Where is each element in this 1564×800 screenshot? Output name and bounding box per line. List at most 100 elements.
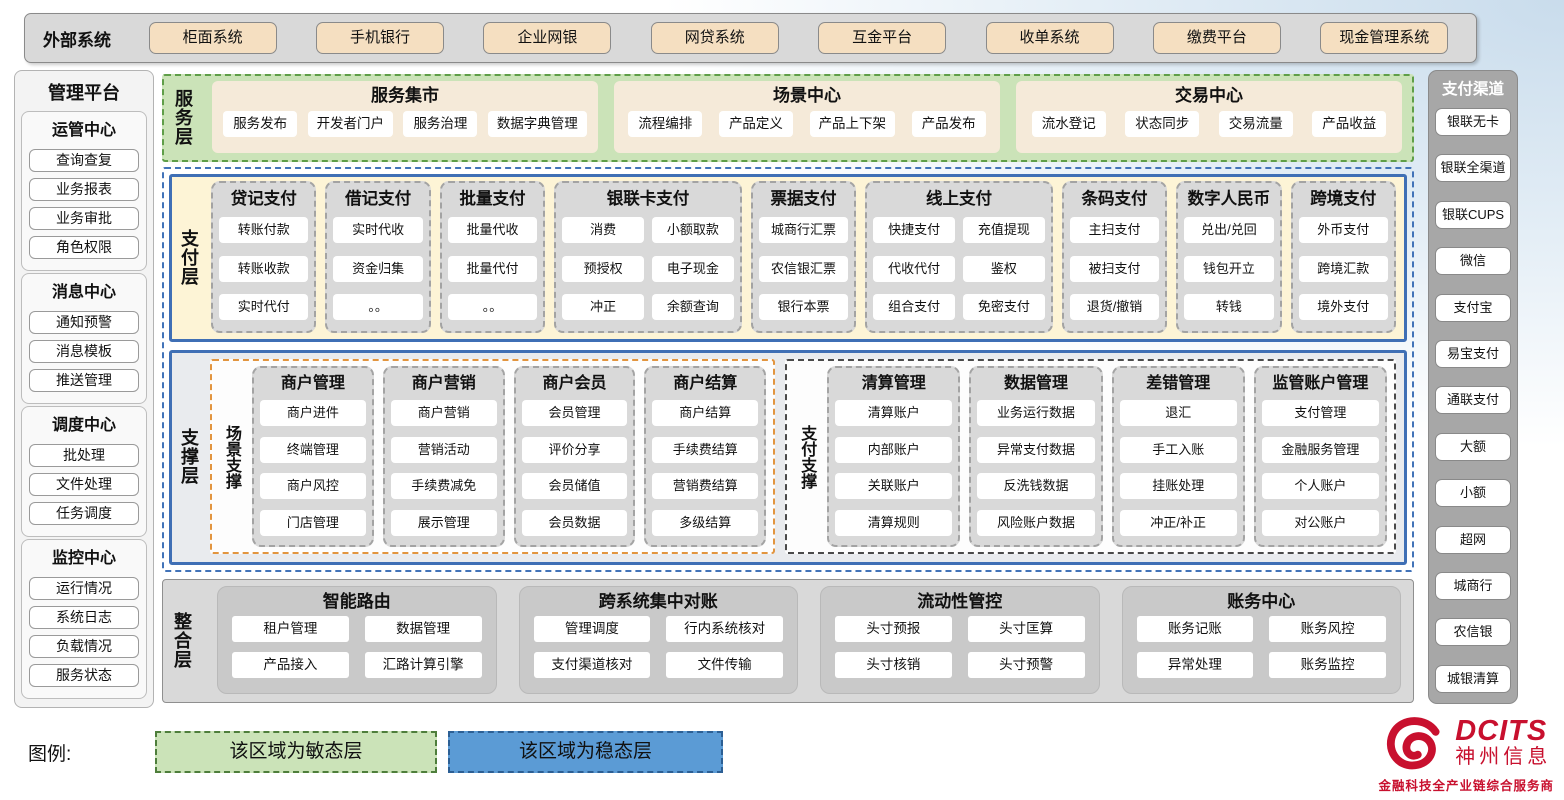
support-item: 内部账户: [835, 436, 953, 463]
external-system-box: 柜面系统: [148, 22, 277, 54]
management-group: 调度中心 批处理 文件处理 任务调度: [21, 406, 147, 537]
support-column-title: 监管账户管理: [1272, 375, 1369, 392]
support-column-title: 差错管理: [1146, 375, 1211, 392]
support-column: 商户会员 会员管理 评价分享 会员储值: [513, 366, 636, 547]
payment-item: 银行本票: [758, 294, 849, 321]
support-item: 冲正/补正: [1119, 510, 1237, 537]
support-sections: 场景支撑 商户管理 商户进件 终端管理: [210, 359, 1396, 554]
payment-item: 组合支付: [873, 294, 955, 321]
support-column: 差错管理 退汇 手工入账 挂账处理: [1111, 366, 1245, 547]
support-item: 支付管理: [1261, 399, 1380, 426]
payment-item: 兑出/兑回: [1184, 216, 1274, 243]
payment-column-items: 实时代收 资金归集 。。: [333, 212, 423, 325]
payment-column: 跨境支付 外币支付 跨境汇款 境外支付: [1290, 181, 1396, 333]
payment-channels-list: 银联无卡 银联全渠道 银联CUPS 微信 支付宝 易宝支付 通联支付 大额 小额…: [1435, 108, 1511, 693]
legend-label: 图例:: [28, 744, 72, 765]
integration-item: 头寸预报: [835, 616, 952, 642]
service-group: 交易中心 流水登记 状态同步 交易流量 产品收益: [1016, 81, 1402, 153]
support-column-title: 数据管理: [1004, 375, 1069, 392]
payment-channel-item: 银联无卡: [1435, 108, 1511, 136]
service-item: 流程编排: [628, 111, 703, 137]
payment-channel-item: 支付宝: [1435, 293, 1511, 322]
integration-group-items: 账务记账 账务风控 异常处理 账务监控: [1136, 616, 1386, 678]
service-group-title: 交易中心: [1175, 86, 1243, 105]
support-item: 业务运行数据: [977, 399, 1095, 426]
payment-item: 资金归集: [333, 255, 423, 282]
external-system-box: 手机银行: [316, 22, 445, 54]
service-item: 产品发布: [911, 111, 986, 137]
management-item: 通知预警: [29, 311, 139, 334]
management-item: 消息模板: [29, 340, 139, 363]
payment-column-title: 贷记支付: [230, 190, 297, 208]
payment-item: 预授权: [562, 255, 644, 282]
management-group: 监控中心 运行情况 系统日志 负载情况 服务状态: [21, 539, 147, 699]
support-item: 手续费减免: [390, 473, 497, 500]
management-item: 任务调度: [29, 502, 139, 525]
support-item: 异常支付数据: [977, 436, 1095, 463]
support-item: 手工入账: [1119, 436, 1237, 463]
logo-text: DCITS 神州信息: [1455, 717, 1551, 769]
brand-tagline: 金融科技全产业链综合服务商: [1378, 779, 1554, 793]
support-item: 关联账户: [835, 473, 953, 500]
payment-item: 消费: [562, 216, 644, 243]
support-section: 场景支撑 商户管理 商户进件 终端管理: [210, 359, 776, 554]
management-item: 批处理: [29, 444, 139, 467]
integration-item: 头寸匡算: [967, 616, 1085, 642]
legend-stable-box: 该区域为稳态层: [448, 731, 723, 773]
payment-item: 余额查询: [651, 294, 734, 321]
support-column-title: 商户营销: [411, 375, 476, 392]
management-item: 业务审批: [29, 207, 139, 230]
payment-column: 借记支付 实时代收 资金归集 。。: [325, 181, 431, 333]
payment-column: 批量支付 批量代收 批量代付 。。: [439, 181, 546, 333]
payment-item: 快捷支付: [873, 216, 955, 243]
logo-row: DCITS 神州信息: [1381, 714, 1551, 772]
support-item: 挂账处理: [1119, 473, 1237, 500]
stable-layers-wrapper: 支付层 贷记支付 转账付款 转账收款 实时代付: [162, 167, 1414, 572]
integration-item: 文件传输: [666, 652, 783, 678]
payment-column: 银联卡支付 消费 小额取款 预授权 电子现金 冲正: [554, 181, 742, 333]
management-item: 文件处理: [29, 473, 139, 496]
payment-layer: 支付层 贷记支付 转账付款 转账收款 实时代付: [169, 174, 1407, 342]
support-item: 会员管理: [521, 399, 628, 426]
service-item: 服务发布: [223, 111, 298, 137]
service-item: 产品定义: [718, 111, 793, 137]
payment-item: 转钱: [1184, 294, 1274, 321]
support-column-items: 会员管理 评价分享 会员储值 会员数据: [521, 397, 628, 539]
integration-group-title: 智能路由: [322, 592, 391, 611]
external-system-box: 现金管理系统: [1320, 22, 1449, 54]
service-group-items: 流程编排 产品定义 产品上下架 产品发布: [624, 111, 990, 137]
payment-column-title: 数字人民币: [1187, 190, 1271, 208]
support-column-title: 商户会员: [542, 375, 607, 392]
payment-column-items: 快捷支付 充值提现 代收代付 鉴权 组合支付 免密支付: [873, 212, 1045, 325]
brand-swirl-icon: [1387, 717, 1440, 770]
payment-item: 代收代付: [873, 255, 955, 282]
external-system-box: 企业网银: [483, 22, 612, 54]
support-item: 反洗钱数据: [977, 473, 1095, 500]
service-group-title: 服务集市: [371, 86, 439, 105]
support-item: 门店管理: [260, 510, 366, 537]
support-item: 退汇: [1119, 399, 1237, 426]
payment-channel-item: 超网: [1435, 525, 1511, 554]
service-item: 开发者门户: [307, 111, 394, 137]
payment-column-items: 批量代收 批量代付 。。: [447, 212, 538, 325]
payment-item: 小额取款: [651, 216, 734, 243]
integration-group: 跨系统集中对账 管理调度 行内系统核对 支付渠道核对 文件传输: [518, 586, 798, 694]
management-group-items: 查询查复 业务报表 业务审批 角色权限: [26, 149, 142, 259]
integration-item: 汇路计算引擎: [364, 652, 482, 678]
payment-channel-item: 银联CUPS: [1435, 200, 1511, 229]
payment-column-title: 跨境支付: [1310, 190, 1377, 208]
integration-group-items: 租户管理 数据管理 产品接入 汇路计算引擎: [232, 616, 482, 678]
management-group-title: 消息中心: [51, 284, 116, 301]
payment-item: 批量代付: [447, 255, 538, 282]
management-group: 运管中心 查询查复 业务报表 业务审批 角色权限: [21, 111, 147, 271]
integration-group-title: 跨系统集中对账: [598, 592, 718, 611]
support-item: 展示管理: [390, 510, 497, 537]
external-systems-bar: 外部系统 柜面系统 手机银行 企业网银 网贷系统 互金平台 收单系统 缴费平台 …: [24, 13, 1477, 63]
support-column: 数据管理 业务运行数据 异常支付数据 反洗钱数据: [969, 366, 1103, 547]
service-item: 产品上下架: [809, 111, 896, 137]
payment-item: 鉴权: [963, 255, 1045, 282]
support-item: 商户营销: [390, 399, 497, 426]
payment-channel-item: 农信银: [1435, 618, 1511, 647]
payment-column-items: 主扫支付 被扫支付 退货/撤销: [1069, 212, 1160, 325]
support-column-items: 退汇 手工入账 挂账处理 冲正/补正: [1119, 397, 1237, 539]
